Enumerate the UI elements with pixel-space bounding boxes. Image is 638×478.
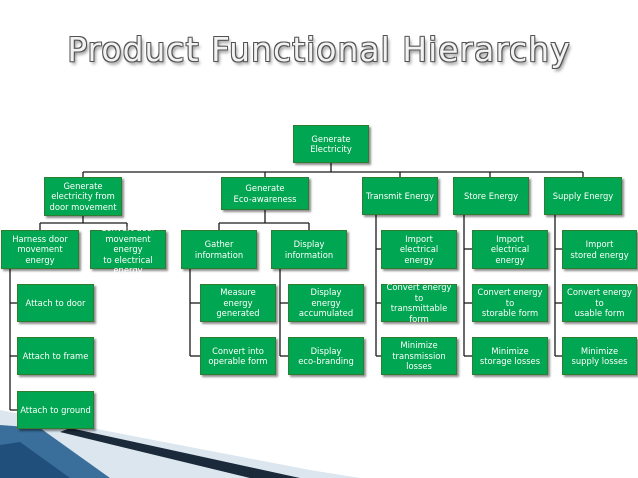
- node-convert-to-usable-form: Convert energy to usable form: [562, 284, 637, 322]
- node-generate-eco-awareness: Generate Eco-awareness: [221, 177, 309, 210]
- node-store-energy: Store Energy: [453, 177, 529, 215]
- node-display-information: Display information: [271, 230, 347, 269]
- node-gather-information: Gather information: [181, 230, 257, 269]
- node-import-electrical-energy-transmit: Import electrical energy: [381, 230, 457, 269]
- node-harness-door-movement-energy: Harness door movement energy: [1, 230, 79, 269]
- node-display-eco-branding: Display eco-branding: [288, 337, 364, 375]
- node-display-energy-accumulated: Display energy accumulated: [288, 284, 364, 322]
- node-convert-into-operable-form: Convert into operable form: [200, 337, 276, 375]
- node-convert-door-movement-energy: Convert door movement energy to electric…: [90, 223, 166, 275]
- node-minimize-storage-losses: Minimize storage losses: [472, 337, 548, 375]
- node-import-stored-energy: Import stored energy: [562, 230, 637, 269]
- node-convert-to-storable-form: Convert energy to storable form: [472, 284, 548, 322]
- node-supply-energy: Supply Energy: [544, 177, 622, 215]
- node-minimize-supply-losses: Minimize supply losses: [562, 337, 637, 375]
- node-generate-electricity-from-door-movement: Generate electricity from door movement: [44, 177, 122, 216]
- node-attach-to-frame: Attach to frame: [17, 337, 94, 375]
- node-measure-energy-generated: Measure energy generated: [200, 284, 276, 322]
- page-title: Product Functional Hierarchy: [67, 30, 571, 69]
- node-generate-electricity: Generate Electricity: [293, 125, 369, 163]
- node-attach-to-door: Attach to door: [17, 284, 94, 322]
- node-convert-to-transmittable-form: Convert energy to transmittable form: [381, 282, 457, 324]
- node-import-electrical-energy-store: Import electrical energy: [472, 230, 548, 269]
- node-attach-to-ground: Attach to ground: [17, 391, 94, 429]
- node-minimize-transmission-losses: Minimize transmission losses: [381, 337, 457, 375]
- node-transmit-energy: Transmit Energy: [362, 177, 438, 215]
